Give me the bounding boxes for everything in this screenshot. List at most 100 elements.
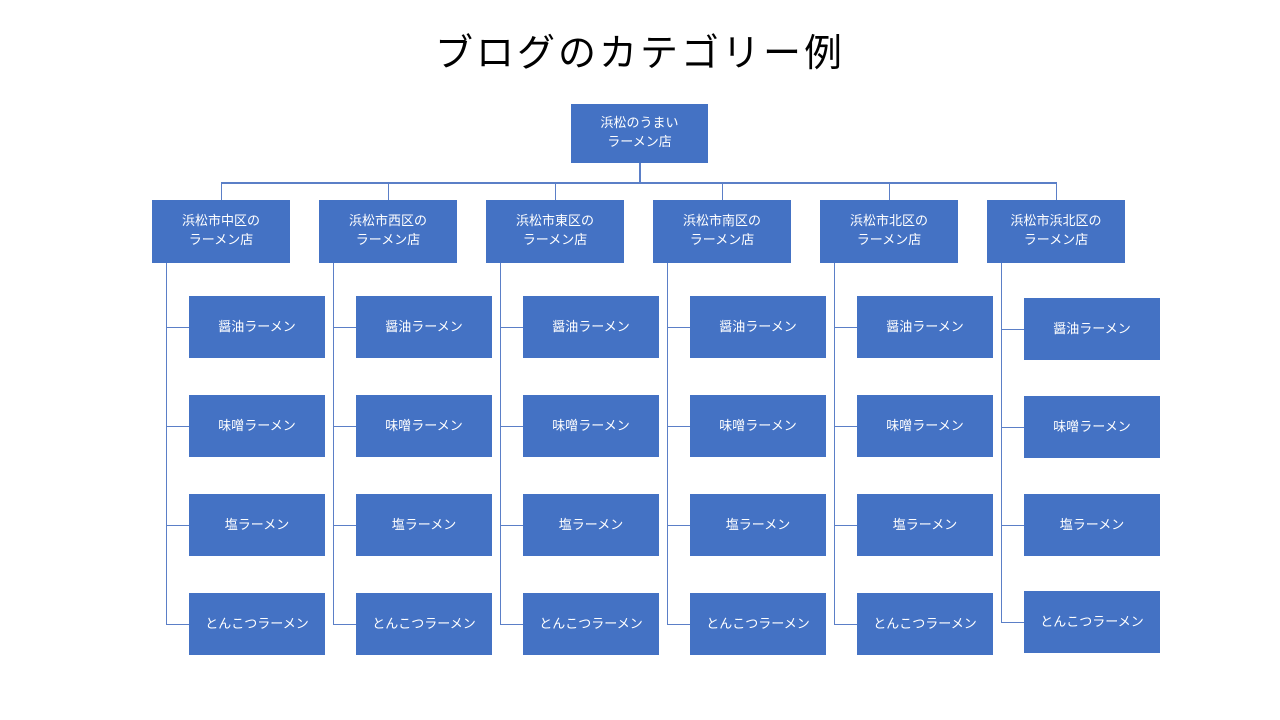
branch-node-3-line1: 浜松市東区の	[515, 212, 594, 228]
leaf-node-c5-r4[interactable]: とんこつラーメン	[857, 593, 993, 655]
page-title: ブログのカテゴリー例	[434, 33, 845, 75]
root-node-line1: 浜松のうまい	[600, 114, 679, 130]
leaf-node-c1-r4[interactable]: とんこつラーメン	[189, 593, 325, 655]
leaf-node-c1-r1[interactable]: 醤油ラーメン	[189, 296, 325, 358]
connector-branch-stem-5	[889, 182, 890, 200]
connector-branch-stem-3	[555, 182, 556, 200]
leaf-node-c6-r2[interactable]: 味噌ラーメン	[1024, 396, 1160, 458]
connector-stub-c5-leaf3	[834, 525, 858, 526]
branch-node-5[interactable]: 浜松市北区の ラーメン店	[820, 200, 958, 263]
branch-node-6[interactable]: 浜松市浜北区の ラーメン店	[987, 200, 1125, 263]
connector-branch-stem-1	[221, 182, 222, 200]
connector-stub-c4-leaf3	[667, 525, 691, 526]
leaf-node-c3-r1[interactable]: 醤油ラーメン	[523, 296, 659, 358]
leaf-node-c3-r4[interactable]: とんこつラーメン	[523, 593, 659, 655]
connector-stub-c5-leaf1	[834, 327, 858, 328]
leaf-node-c5-r1[interactable]: 醤油ラーメン	[857, 296, 993, 358]
leaf-node-c3-r1-label: 醤油ラーメン	[552, 319, 630, 334]
connector-stub-c4-leaf1	[667, 327, 691, 328]
leaf-node-c4-r3-label: 塩ラーメン	[725, 517, 791, 532]
branch-node-4[interactable]: 浜松市南区の ラーメン店	[653, 200, 791, 263]
leaf-node-c3-r2-label: 味噌ラーメン	[552, 418, 630, 433]
leaf-node-c4-r2[interactable]: 味噌ラーメン	[690, 395, 826, 457]
branch-node-1-line1: 浜松市中区の	[181, 212, 260, 228]
connector-stub-c6-leaf3	[1001, 525, 1025, 526]
leaf-node-c2-r4[interactable]: とんこつラーメン	[356, 593, 492, 655]
branch-node-4-line2: ラーメン店	[689, 231, 755, 247]
leaf-node-c6-r4-label: とんこつラーメン	[1040, 614, 1144, 629]
connector-branch-stem-4	[722, 182, 723, 200]
connector-stub-c2-leaf2	[333, 426, 357, 427]
leaf-node-c2-r3-label: 塩ラーメン	[391, 517, 457, 532]
connector-stub-c1-leaf2	[166, 426, 190, 427]
branch-node-1-line2: ラーメン店	[188, 231, 254, 247]
leaf-node-c5-r2-label: 味噌ラーメン	[886, 418, 964, 433]
leaf-node-c5-r4-label: とんこつラーメン	[873, 616, 977, 631]
branch-node-3-line2: ラーメン店	[522, 231, 588, 247]
branch-node-5-line2: ラーメン店	[856, 231, 922, 247]
leaf-node-c2-r2[interactable]: 味噌ラーメン	[356, 395, 492, 457]
leaf-node-c3-r2[interactable]: 味噌ラーメン	[523, 395, 659, 457]
root-node[interactable]: 浜松のうまい ラーメン店	[571, 104, 708, 163]
connector-stub-c6-leaf4	[1001, 622, 1025, 623]
leaf-node-c4-r3[interactable]: 塩ラーメン	[690, 494, 826, 556]
leaf-node-c2-r3[interactable]: 塩ラーメン	[356, 494, 492, 556]
leaf-node-c1-r3-label: 塩ラーメン	[224, 517, 290, 532]
connector-stub-c5-leaf4	[834, 624, 858, 625]
leaf-node-c2-r4-label: とんこつラーメン	[372, 616, 476, 631]
leaf-node-c6-r1-label: 醤油ラーメン	[1053, 321, 1131, 336]
branch-node-2-line1: 浜松市西区の	[348, 212, 427, 228]
leaf-node-c1-r3[interactable]: 塩ラーメン	[189, 494, 325, 556]
connector-root-stem	[639, 163, 641, 182]
leaf-node-c5-r3[interactable]: 塩ラーメン	[857, 494, 993, 556]
leaf-node-c4-r1[interactable]: 醤油ラーメン	[690, 296, 826, 358]
branch-node-2-line2: ラーメン店	[355, 231, 421, 247]
branch-node-1[interactable]: 浜松市中区の ラーメン店	[152, 200, 290, 263]
leaf-node-c4-r1-label: 醤油ラーメン	[719, 319, 797, 334]
leaf-node-c5-r2[interactable]: 味噌ラーメン	[857, 395, 993, 457]
connector-stub-c2-leaf3	[333, 525, 357, 526]
connector-stub-c6-leaf2	[1001, 427, 1025, 428]
connector-stub-c2-leaf4	[333, 624, 357, 625]
leaf-node-c6-r1[interactable]: 醤油ラーメン	[1024, 298, 1160, 360]
leaf-node-c4-r2-label: 味噌ラーメン	[719, 418, 797, 433]
connector-spine-column-3	[500, 263, 501, 625]
leaf-node-c1-r2[interactable]: 味噌ラーメン	[189, 395, 325, 457]
connector-spine-column-2	[333, 263, 334, 625]
connector-stub-c4-leaf4	[667, 624, 691, 625]
leaf-node-c4-r4-label: とんこつラーメン	[706, 616, 810, 631]
connector-stub-c1-leaf1	[166, 327, 190, 328]
connector-branch-stem-2	[388, 182, 389, 200]
connector-spine-column-5	[834, 263, 835, 625]
connector-spine-column-4	[667, 263, 668, 625]
leaf-node-c5-r3-label: 塩ラーメン	[892, 517, 958, 532]
leaf-node-c6-r3-label: 塩ラーメン	[1059, 517, 1125, 532]
connector-branch-bar	[222, 182, 1057, 184]
connector-stub-c3-leaf2	[500, 426, 524, 427]
connector-stub-c6-leaf1	[1001, 329, 1025, 330]
leaf-node-c3-r4-label: とんこつラーメン	[539, 616, 643, 631]
leaf-node-c6-r3[interactable]: 塩ラーメン	[1024, 494, 1160, 556]
connector-branch-stem-6	[1056, 182, 1057, 200]
branch-node-6-line2: ラーメン店	[1023, 231, 1089, 247]
connector-stub-c1-leaf4	[166, 624, 190, 625]
leaf-node-c3-r3[interactable]: 塩ラーメン	[523, 494, 659, 556]
leaf-node-c6-r4[interactable]: とんこつラーメン	[1024, 591, 1160, 653]
leaf-node-c4-r4[interactable]: とんこつラーメン	[690, 593, 826, 655]
leaf-node-c6-r2-label: 味噌ラーメン	[1053, 419, 1131, 434]
connector-stub-c3-leaf4	[500, 624, 524, 625]
connector-stub-c1-leaf3	[166, 525, 190, 526]
leaf-node-c1-r4-label: とんこつラーメン	[205, 616, 309, 631]
branch-node-5-line1: 浜松市北区の	[849, 212, 928, 228]
leaf-node-c5-r1-label: 醤油ラーメン	[886, 319, 964, 334]
branch-node-4-line1: 浜松市南区の	[682, 212, 761, 228]
connector-spine-column-6	[1001, 263, 1002, 623]
branch-node-2[interactable]: 浜松市西区の ラーメン店	[319, 200, 457, 263]
branch-node-3[interactable]: 浜松市東区の ラーメン店	[486, 200, 624, 263]
leaf-node-c2-r1[interactable]: 醤油ラーメン	[356, 296, 492, 358]
leaf-node-c2-r2-label: 味噌ラーメン	[385, 418, 463, 433]
connector-stub-c4-leaf2	[667, 426, 691, 427]
leaf-node-c2-r1-label: 醤油ラーメン	[385, 319, 463, 334]
leaf-node-c3-r3-label: 塩ラーメン	[558, 517, 624, 532]
